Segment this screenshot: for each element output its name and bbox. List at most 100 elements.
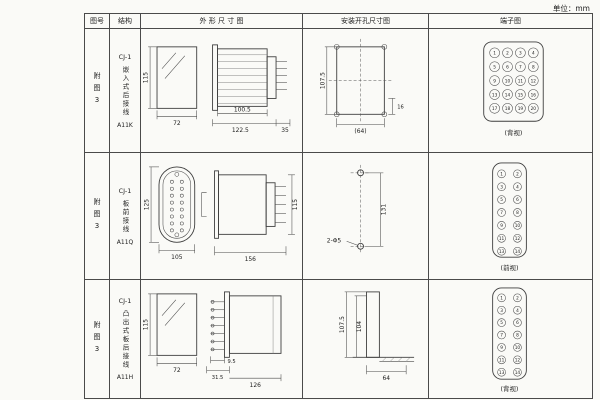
terminal-diagram-a11h: 1 2 3 4 5 6 7 8 9 10 11 12 13 14 (背视) xyxy=(492,287,527,393)
cell-structure-row1: CJ-1 嵌入式后接线 A11K xyxy=(110,29,141,153)
terminal-diagram-a11k: 1 2 3 4 5 6 7 8 9 10 11 12 13 14 15 16 1 xyxy=(483,41,544,137)
cutout-outline xyxy=(328,38,393,123)
cell-terminal-row3: 1 2 3 4 5 6 7 8 9 10 11 12 13 14 (背视) xyxy=(429,280,593,399)
terminal-number: 10 xyxy=(505,78,511,84)
terminal-number: 1 xyxy=(500,171,503,177)
dim-label-width: 105 xyxy=(171,254,183,261)
dim-stud-depth: 9.5 xyxy=(210,356,236,365)
figure-number: 附图3 xyxy=(93,72,101,109)
cell-structure-row3: CJ-1 凸出式板后接线 A11H xyxy=(110,280,141,399)
dim-label-height: 115 xyxy=(143,319,150,331)
panel-section xyxy=(352,291,415,362)
model-name: CJ-1 xyxy=(118,296,132,305)
dim-height: 115 xyxy=(143,293,158,356)
hole-callout-label: 2-Φ5 xyxy=(327,237,342,244)
terminal-number: 9 xyxy=(500,223,503,229)
structure-name: 板前接线 xyxy=(121,199,129,234)
dim-label-inner-height: 104 xyxy=(356,321,363,333)
spec-table: 图号 结构 外 形 尺 寸 图 安装开孔尺寸图 端子图 附图3 CJ-1 嵌入式… xyxy=(84,13,593,399)
terminal-number: 3 xyxy=(500,308,503,314)
type-code: A11Q xyxy=(116,238,134,246)
cell-terminal-row2: 1 2 3 4 5 6 7 8 9 10 11 12 13 14 (前视) xyxy=(429,153,593,280)
dim-offset: 16 xyxy=(388,98,404,115)
dim-height: 125 xyxy=(144,166,159,243)
header-install: 安装开孔尺寸图 xyxy=(303,14,429,29)
terminal-number: 13 xyxy=(499,249,505,255)
dim-total-depth: 156 xyxy=(214,246,287,263)
terminal-number: 7 xyxy=(500,333,503,339)
dim-hole-spacing: 131 xyxy=(364,172,387,247)
cell-figure-row3: 附图3 xyxy=(85,280,110,399)
terminal-grid: 1 2 3 4 5 6 7 8 9 10 11 12 13 14 xyxy=(497,293,522,377)
terminal-number: 4 xyxy=(532,51,535,57)
mounting-holes xyxy=(350,164,371,255)
dim-label-height: 125 xyxy=(144,199,151,211)
dim-label-body-depth: 126 xyxy=(250,382,262,389)
type-code: A11K xyxy=(117,121,133,129)
install-drawing-a11h: 107.5 104 64 xyxy=(339,291,415,382)
terminal-number: 10 xyxy=(515,345,521,351)
terminal-number: 18 xyxy=(505,106,511,112)
header-structure: 结构 xyxy=(110,14,141,29)
outline-drawing-a11q: 125 105 xyxy=(144,166,299,263)
cell-figure-row1: 附图3 xyxy=(85,29,110,153)
terminal-number: 11 xyxy=(518,78,524,84)
dim-label-width: 72 xyxy=(173,120,181,127)
terminal-number: 1 xyxy=(500,295,503,301)
model-name: CJ-1 xyxy=(118,186,132,195)
terminal-number: 2 xyxy=(516,171,519,177)
terminal-number: 3 xyxy=(500,184,503,190)
terminal-number: 14 xyxy=(505,92,511,98)
dim-inner-height: 104 xyxy=(354,295,367,358)
dim-label-stud-depth: 9.5 xyxy=(227,359,235,365)
terminal-number: 16 xyxy=(531,92,537,98)
dim-width: 64 xyxy=(366,365,407,382)
terminal-number: 13 xyxy=(492,92,498,98)
cell-outline-row3: 115 72 xyxy=(141,280,303,399)
terminal-number: 12 xyxy=(531,78,537,84)
hole-callout: 2-Φ5 xyxy=(327,237,358,246)
model-name: CJ-1 xyxy=(118,52,132,61)
dim-label-height: 115 xyxy=(143,72,150,84)
terminal-number: 15 xyxy=(518,92,524,98)
terminal-number: 5 xyxy=(500,197,503,203)
dim-label-offset: 16 xyxy=(397,104,404,110)
install-drawing-a11k: 107.5 16 (64) xyxy=(319,38,404,135)
dim-label-cutout-width: (64) xyxy=(354,128,366,135)
header-terminal: 端子图 xyxy=(429,14,593,29)
dim-height: 107.5 xyxy=(339,291,367,358)
terminal-number: 8 xyxy=(532,64,535,70)
side-view xyxy=(212,44,287,111)
terminal-grid: 1 2 3 4 5 6 7 8 9 10 11 12 13 14 15 16 1 xyxy=(489,47,539,114)
terminal-grid: 1 2 3 4 5 6 7 8 9 10 11 12 13 14 xyxy=(497,169,522,256)
terminal-number: 8 xyxy=(516,210,519,216)
terminal-number: 7 xyxy=(500,210,503,216)
dim-cutout-height: 107.5 xyxy=(319,46,337,115)
terminal-number: 11 xyxy=(499,357,505,363)
terminal-number: 6 xyxy=(516,320,519,326)
header-figure: 图号 xyxy=(85,14,110,29)
terminal-number: 7 xyxy=(519,64,522,70)
dim-width: 72 xyxy=(156,357,197,374)
cell-terminal-row1: 1 2 3 4 5 6 7 8 9 10 11 12 13 14 15 16 1 xyxy=(429,29,593,153)
dim-front-depth: 31.5 xyxy=(206,366,230,381)
terminal-block-outline xyxy=(492,287,527,380)
rear-view xyxy=(158,166,196,243)
terminal-number: 9 xyxy=(493,78,496,84)
dim-label-width: 64 xyxy=(383,375,391,382)
terminal-number: 2 xyxy=(516,295,519,301)
figure-number: 附图3 xyxy=(93,320,101,358)
terminal-number: 12 xyxy=(515,236,521,242)
dim-label-height: 107.5 xyxy=(339,316,346,333)
terminal-number: 5 xyxy=(493,64,496,70)
type-code: A11H xyxy=(116,374,134,382)
cell-outline-row2: 125 105 xyxy=(141,153,303,280)
dim-terminal-depth: 35 xyxy=(276,119,291,134)
terminal-number: 1 xyxy=(493,51,496,57)
dim-body-depth: 126 xyxy=(229,374,282,389)
unit-label: 单位：mm xyxy=(552,4,590,13)
dim-label-body-depth: 100.5 xyxy=(234,106,251,113)
install-drawing-a11q: 131 2-Φ5 xyxy=(327,164,387,255)
cell-outline-row1: 115 72 xyxy=(141,29,303,153)
